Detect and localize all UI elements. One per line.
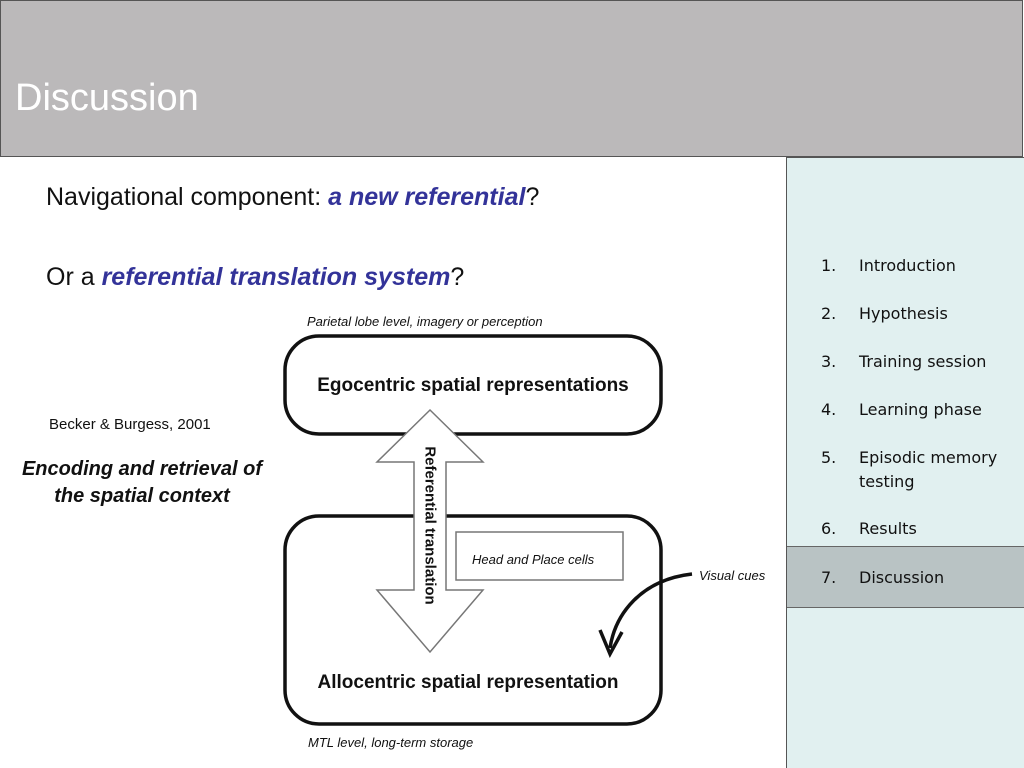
slide-header: Discussion (0, 0, 1023, 157)
toc-label: Training session (859, 352, 987, 371)
encoding-retrieval-heading: Encoding and retrieval of the spatial co… (21, 458, 263, 507)
line1-highlight: a new referential (328, 183, 526, 211)
cells-box (455, 531, 624, 581)
line2-suffix: ? (450, 263, 465, 291)
egocentric-label: Egocentric spatial representations (317, 375, 629, 396)
line2-highlight: referential translation system (101, 263, 451, 291)
navigational-component-line: Navigational component: a new referentia… (46, 183, 539, 212)
toc-label: Learning phase (859, 400, 982, 419)
visual-cues-label: Visual cues (699, 568, 766, 583)
table-of-contents-sidebar: 1. Introduction 2. Hypothesis 3. Trainin… (786, 157, 1024, 768)
toc-number: 2. (821, 304, 837, 323)
translation-system-line: Or a referential translation system? (46, 263, 464, 292)
head-place-cells-label: Head and Place cells (472, 552, 595, 567)
top-caption: Parietal lobe level, imagery or percepti… (307, 314, 543, 329)
visual-cues-arrowhead (598, 629, 624, 659)
egocentric-box (283, 334, 663, 436)
toc-number: 6. (821, 519, 837, 538)
toc-number: 1. (821, 256, 837, 275)
toc-label: Discussion (859, 568, 945, 587)
toc-label: Introduction (859, 256, 956, 275)
bottom-caption: MTL level, long-term storage (308, 735, 474, 750)
toc-number: 4. (821, 400, 837, 419)
double-arrow (375, 408, 485, 654)
visual-cues-arrow (608, 572, 693, 649)
line1-suffix: ? (525, 183, 540, 211)
toc-number: 7. (821, 568, 837, 587)
slide-title: Discussion (15, 77, 199, 119)
allocentric-label: Allocentric spatial representation (317, 672, 619, 693)
toc-label: Hypothesis (859, 304, 948, 323)
toc-item-discussion-active[interactable]: 7. Discussion (787, 546, 1024, 608)
toc-label: Results (859, 519, 917, 538)
toc-label: Episodic memory testing (859, 448, 998, 491)
toc-number: 3. (821, 352, 837, 371)
line1-prefix: Navigational component: (46, 183, 329, 211)
citation: Becker & Burgess, 2001 (49, 416, 211, 433)
referential-translation-label: Referential translation (421, 446, 439, 605)
line2-prefix: Or a (46, 263, 102, 291)
toc-number: 5. (821, 448, 837, 467)
